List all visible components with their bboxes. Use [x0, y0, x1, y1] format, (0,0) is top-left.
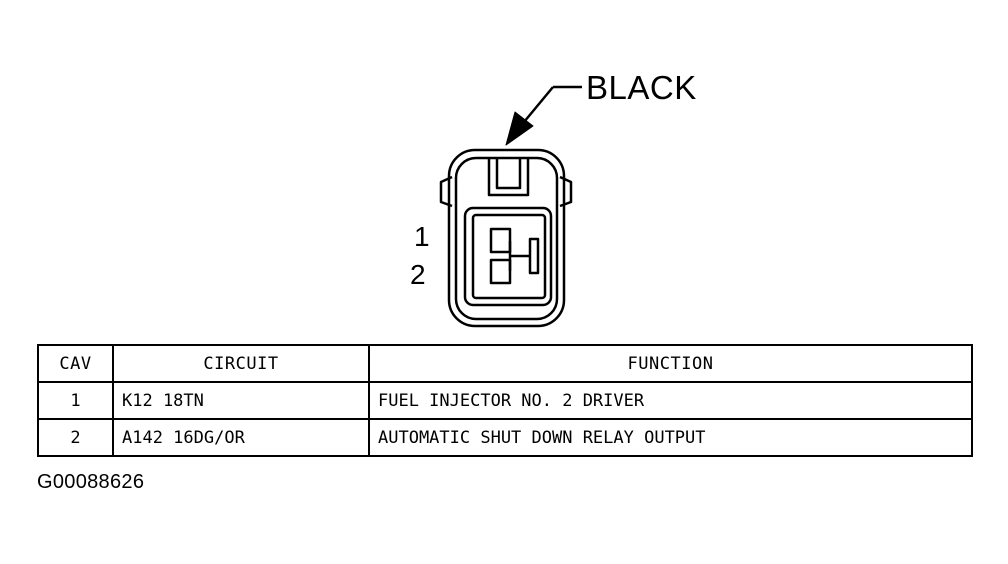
terminal-cavity-2 — [489, 258, 512, 285]
cell-function: AUTOMATIC SHUT DOWN RELAY OUTPUT — [368, 418, 973, 457]
pin-table-header-row: CAV CIRCUIT FUNCTION — [37, 344, 973, 383]
header-cav: CAV — [37, 344, 114, 383]
cell-circuit: K12 18TN — [112, 381, 370, 420]
cell-function: FUEL INJECTOR NO. 2 DRIVER — [368, 381, 973, 420]
connector-color-label: BLACK — [586, 69, 697, 106]
connector-diagram — [439, 85, 582, 328]
header-circuit: CIRCUIT — [112, 344, 370, 383]
connector-housing-outer — [447, 148, 566, 328]
color-leader-line — [505, 85, 582, 146]
table-row: 1 K12 18TN FUEL INJECTOR NO. 2 DRIVER — [37, 381, 973, 420]
header-function: FUNCTION — [368, 344, 973, 383]
figure-id: G00088626 — [37, 471, 145, 493]
right-latch-tab — [559, 175, 573, 208]
table-row: 2 A142 16DG/OR AUTOMATIC SHUT DOWN RELAY… — [37, 418, 973, 457]
terminal-bus — [508, 237, 540, 275]
terminal-cavity-1 — [489, 227, 512, 254]
cavity-face-outer — [463, 206, 553, 307]
top-lock-tab — [487, 158, 530, 197]
cavity-number-1: 1 — [414, 221, 430, 252]
cavity-number-2: 2 — [410, 259, 426, 290]
pin-table: CAV CIRCUIT FUNCTION 1 K12 18TN FUEL INJ… — [37, 344, 973, 457]
connector-housing-inner — [454, 156, 559, 321]
cell-circuit: A142 16DG/OR — [112, 418, 370, 457]
cell-cav: 1 — [37, 381, 114, 420]
cavity-face-inner — [471, 213, 547, 300]
cell-cav: 2 — [37, 418, 114, 457]
left-latch-tab — [439, 175, 453, 208]
